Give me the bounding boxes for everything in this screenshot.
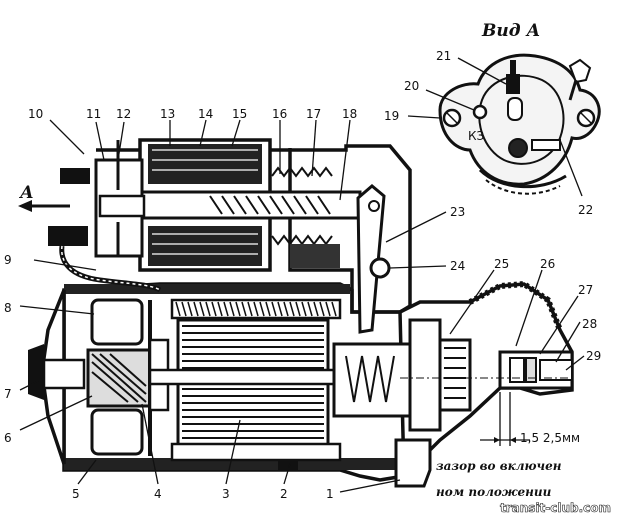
arrow-letter: А: [18, 183, 34, 203]
commutator-segments: [91, 353, 147, 403]
brush-holder-lower: [90, 408, 144, 456]
callout-8: 8: [4, 301, 12, 315]
coil-hatch-line: [313, 301, 319, 317]
callout-9: 9: [4, 253, 12, 267]
mount-foot: [394, 438, 432, 488]
callout-23: 23: [450, 205, 465, 219]
callout-16: 16: [272, 107, 287, 121]
callout-22: 22: [578, 203, 593, 217]
callout-26: 26: [540, 257, 555, 271]
coil-hatch-line: [199, 301, 205, 317]
callout-2: 2: [280, 487, 288, 501]
drive-spring: [345, 355, 395, 403]
coil-hatch-line: [235, 301, 241, 317]
coil-hatch-line: [307, 301, 313, 317]
brush-holder-upper: [90, 298, 144, 346]
plunger-hatch: [209, 195, 331, 215]
view-a-title: Вид А: [481, 21, 540, 41]
callout-3: 3: [222, 487, 230, 501]
view-a-terminal-lower: [508, 138, 528, 158]
left-bearing-cap: [28, 344, 44, 400]
coil-hatch-line: [247, 301, 253, 317]
callout-10: 10: [28, 107, 43, 121]
coil-hatch-line: [283, 301, 289, 317]
callout-18: 18: [342, 107, 357, 121]
callout-27: 27: [578, 283, 593, 297]
callout-24: 24: [450, 259, 465, 273]
coil-hatch-line: [259, 301, 265, 317]
callout-13: 13: [160, 107, 175, 121]
callout-14: 14: [198, 107, 213, 121]
gap-note-line1: зазор во включен: [436, 459, 562, 473]
solenoid-plunger: [138, 190, 362, 220]
terminal-upper: [60, 168, 90, 184]
callout-4: 4: [154, 487, 162, 501]
leader-lines: [19, 57, 585, 493]
coil-hatch-line: [193, 301, 199, 317]
field-coil-upper-hatch: [175, 301, 337, 317]
dimension-group: 1,5 2,5мм: [480, 392, 580, 446]
view-a-inner-ring: [478, 74, 565, 165]
coil-hatch-line: [181, 301, 187, 317]
coil-hatch-line: [175, 301, 181, 317]
gap-note-line2: ном положении: [436, 485, 552, 499]
coil-hatch-line: [205, 301, 211, 317]
terminal-lower: [48, 226, 88, 246]
solenoid-winding-lower: [148, 226, 262, 266]
left-shaft-stub: [42, 358, 86, 390]
view-a-bolt: [568, 58, 592, 84]
callout-20: 20: [404, 79, 419, 93]
coil-hatch-line: [223, 301, 229, 317]
coil-hatch-line: [253, 301, 259, 317]
field-coil-lower: [170, 442, 342, 462]
view-a-k3-label: КЗ: [468, 129, 484, 143]
callout-5: 5: [72, 487, 80, 501]
callout-17: 17: [306, 107, 321, 121]
dimension-label: 1,5 2,5мм: [520, 431, 580, 445]
solenoid-winding-upper: [148, 144, 262, 184]
lever-pivot: [369, 257, 391, 279]
callout-25: 25: [494, 257, 509, 271]
callout-29: 29: [586, 349, 601, 363]
callout-28: 28: [582, 317, 597, 331]
coil-hatch-line: [187, 301, 193, 317]
view-a-group: Вид А КЗ: [438, 21, 601, 195]
pinion: [438, 338, 472, 412]
callout-11: 11: [86, 107, 101, 121]
coil-hatch-line: [331, 301, 337, 317]
housing-top-wall: [64, 284, 350, 294]
view-a-terminal-k3: [472, 104, 488, 120]
coil-hatch-line: [289, 301, 295, 317]
view-a-hatch-arc: [485, 179, 561, 195]
lever-bracket: [290, 244, 340, 268]
drive-collar: [408, 318, 442, 432]
coil-hatch-line: [301, 301, 307, 317]
coil-hatch-line: [229, 301, 235, 317]
coil-hatch-line: [319, 301, 325, 317]
coil-hatch-line: [277, 301, 283, 317]
view-a-terminal-21: [506, 74, 520, 94]
callout-15: 15: [232, 107, 247, 121]
coil-hatch-line: [265, 301, 271, 317]
starter-assembly: [28, 138, 574, 488]
view-a-lower-arc: [478, 168, 567, 189]
coil-hatch-line: [211, 301, 217, 317]
coil-hatch-line: [325, 301, 331, 317]
callout-1: 1: [326, 487, 334, 501]
coil-hatch-line: [271, 301, 277, 317]
coil-hatch-line: [241, 301, 247, 317]
callout-7: 7: [4, 387, 12, 401]
callout-19: 19: [384, 109, 399, 123]
callout-21: 21: [436, 49, 451, 63]
callout-6: 6: [4, 431, 12, 445]
callout-12: 12: [116, 107, 131, 121]
coil-hatch-line: [295, 301, 301, 317]
callout-numbers: 1 2 3 4 5 6 7 8 9 10 11 12 13 14 15 16 1…: [4, 49, 601, 501]
winding-highlights: [152, 149, 258, 255]
watermark: transit-club.com: [500, 501, 611, 515]
coil-hatch-line: [217, 301, 223, 317]
view-arrow-a: А: [18, 183, 70, 212]
